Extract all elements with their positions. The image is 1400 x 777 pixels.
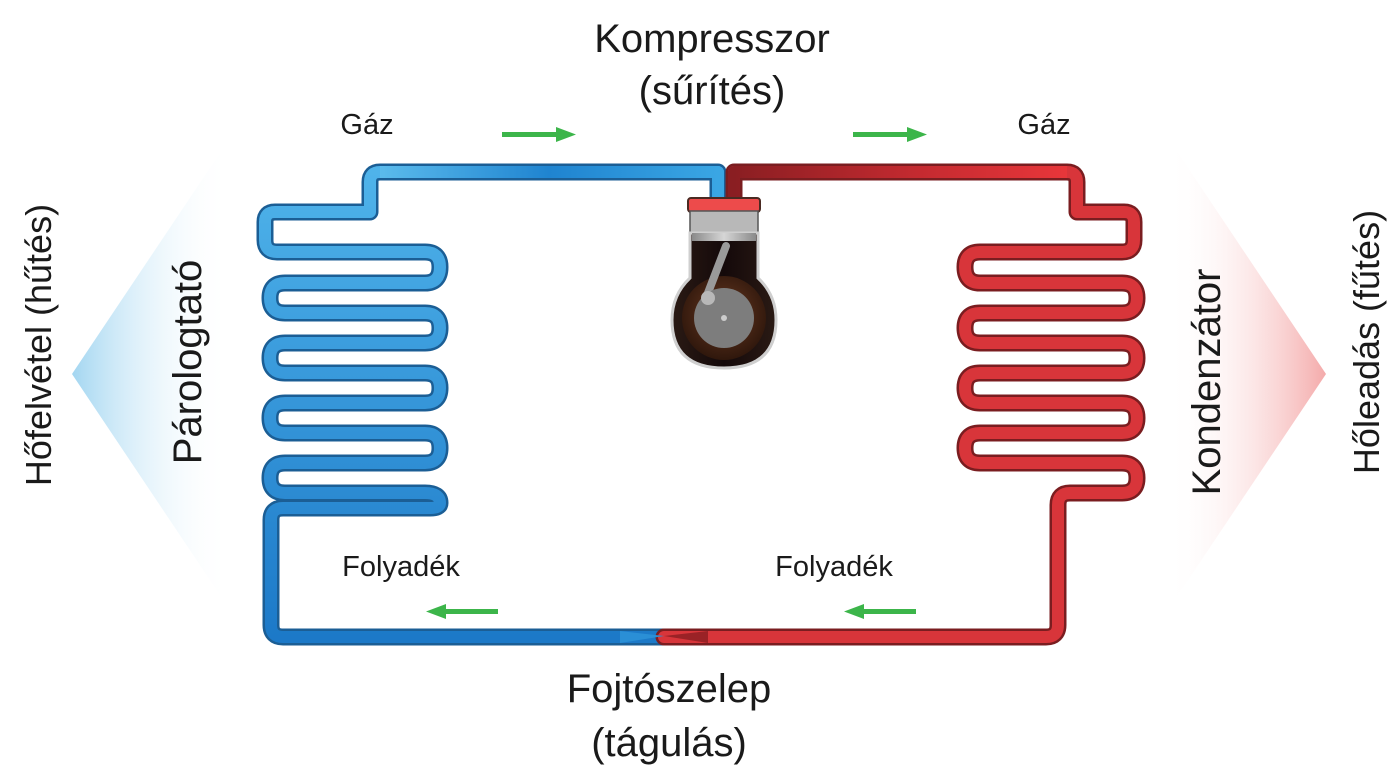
gas-label-left: Gáz: [340, 109, 393, 141]
flow-arrow-icon: [844, 604, 916, 619]
expansion-valve-hot-side: [664, 631, 708, 643]
expansion-valve-icon: [620, 631, 664, 643]
heat-release-zone: [1168, 138, 1326, 610]
valve-subtitle: (tágulás): [591, 721, 747, 765]
condenser-coil: [655, 163, 1146, 646]
condenser-label: Kondenzátor: [1185, 269, 1229, 496]
valve-title: Fojtószelep: [567, 667, 772, 711]
evaporator-coil: [256, 163, 727, 646]
compressor-subtitle: (sűrítés): [639, 69, 786, 113]
heat-intake-zone: [72, 138, 230, 610]
compressor-title: Kompresszor: [594, 17, 830, 61]
liquid-label-left: Folyadék: [342, 551, 460, 583]
flow-arrow-icon: [502, 127, 576, 142]
gas-label-right: Gáz: [1017, 109, 1070, 141]
cold-gas-line: [380, 166, 724, 198]
heat-release-label: Hőleadás (fűtés): [1346, 210, 1387, 474]
liquid-label-right: Folyadék: [775, 551, 893, 583]
flow-arrow-icon: [426, 604, 498, 619]
piston-compressor-icon: [670, 197, 778, 370]
evaporator-label: Párologtató: [166, 260, 210, 465]
hot-gas-line: [728, 166, 1067, 198]
flow-arrow-icon: [853, 127, 927, 142]
heat-intake-label: Hőfelvétel (hűtés): [18, 204, 59, 486]
